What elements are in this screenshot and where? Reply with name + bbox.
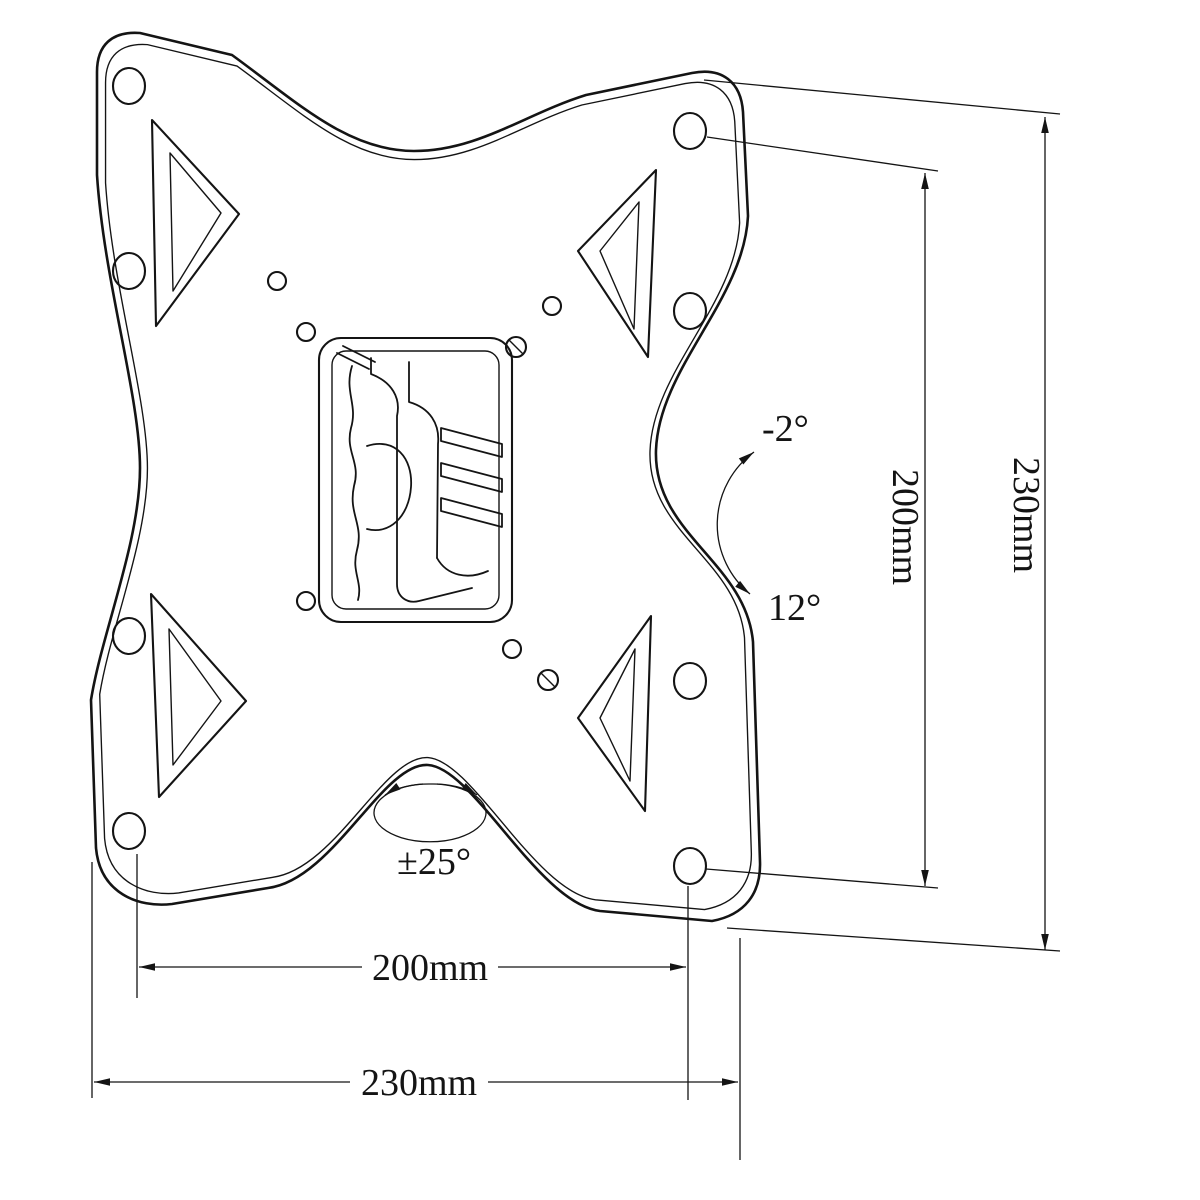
dim-label-overall-height: 230mm xyxy=(1005,457,1047,573)
tilt-mechanism-line xyxy=(408,361,440,559)
label-backing xyxy=(362,946,498,986)
swivel-ellipse xyxy=(373,783,487,843)
tilt-down-label: 12° xyxy=(768,587,821,629)
dim-label-hole-spacing-vertical: 200mm xyxy=(884,469,926,585)
triangular-cutout-inner xyxy=(169,152,222,292)
tilt-angle-arc xyxy=(716,451,755,595)
tilt-mechanism-slat xyxy=(440,497,503,528)
dimension-annotations: 200mm 230mm 200mm 230mm xyxy=(91,79,1061,1160)
swivel-annotation: ±25° xyxy=(373,783,487,883)
extension-line xyxy=(705,868,939,889)
mounting-hole xyxy=(111,616,147,656)
plate-inner-outline xyxy=(99,43,753,911)
vesa-mount-plate xyxy=(317,336,514,624)
tilt-mechanism xyxy=(336,345,503,603)
mount-plate-inner xyxy=(331,350,500,610)
bracket-plate xyxy=(89,31,762,923)
ball-joint-curve xyxy=(366,443,412,532)
corner-cutouts xyxy=(149,118,658,813)
tilt-mechanism-slat xyxy=(440,462,503,493)
screw-slot xyxy=(540,672,556,688)
screw-circle xyxy=(504,335,528,359)
small-hole xyxy=(501,638,523,660)
small-hole xyxy=(266,270,288,292)
plate-outer-outline xyxy=(89,31,762,923)
tilt-mechanism-line xyxy=(342,345,376,363)
mounting-hole xyxy=(111,251,147,291)
tilt-mechanism-line xyxy=(436,557,489,577)
extension-line xyxy=(703,79,1061,115)
screw-head xyxy=(504,335,528,359)
tilt-mechanism-line xyxy=(336,352,370,370)
triangular-cutout-inner xyxy=(599,648,636,782)
swivel-label: ±25° xyxy=(397,841,471,883)
swivel-arrow-right xyxy=(430,783,478,796)
tilt-angle-annotation: -2° 12° xyxy=(716,408,821,629)
mounting-hole xyxy=(111,811,147,851)
small-hole xyxy=(541,295,563,317)
extension-line xyxy=(726,927,1061,952)
mount-plate-outer xyxy=(317,336,514,624)
swivel-arrow-left xyxy=(384,783,432,796)
triangular-cutout-inner xyxy=(599,201,640,330)
triangular-cutout-inner xyxy=(168,628,222,766)
mounting-holes xyxy=(111,66,708,886)
triangular-cutout-outer xyxy=(576,614,653,813)
dim-label-overall-width: 230mm xyxy=(361,1062,477,1104)
triangular-cutout-outer xyxy=(150,118,241,328)
tilt-mechanism-line xyxy=(348,365,361,601)
small-holes xyxy=(266,270,563,692)
tilt-mechanism-line xyxy=(370,357,473,603)
triangular-cutout-outer xyxy=(576,168,658,359)
dim-label-hole-spacing-horizontal: 200mm xyxy=(372,947,488,989)
small-hole xyxy=(295,590,317,612)
tilt-up-label: -2° xyxy=(762,408,809,450)
mounting-hole xyxy=(672,661,708,701)
triangular-cutout-outer xyxy=(149,592,248,799)
mounting-hole xyxy=(672,291,708,331)
label-backing xyxy=(350,1061,488,1101)
mounting-hole xyxy=(111,66,147,106)
extension-line xyxy=(706,136,939,172)
screw-circle xyxy=(536,668,560,692)
mounting-hole xyxy=(672,111,708,151)
screw-head xyxy=(536,668,560,692)
tilt-mechanism-slat xyxy=(440,427,503,458)
mounting-hole xyxy=(672,846,708,886)
small-hole xyxy=(295,321,317,343)
screw-slot xyxy=(508,339,524,355)
